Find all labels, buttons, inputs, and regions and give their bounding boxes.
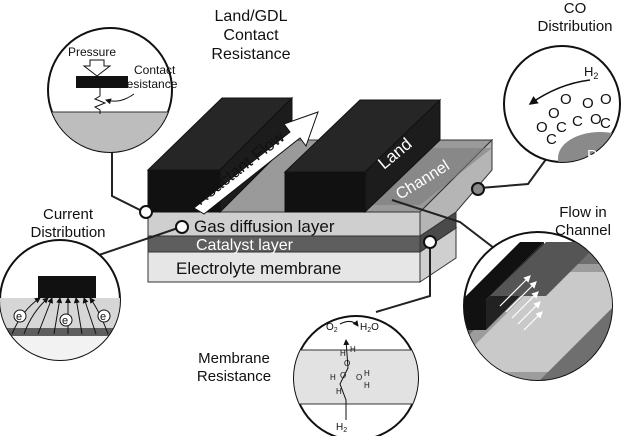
electron-3: e (100, 311, 106, 323)
flow-label-line2: Channel (555, 221, 611, 239)
inset-membrane-resistance: O2 H2O H H O H O O H H H H2 (293, 315, 419, 441)
cluster-h-5: H (364, 381, 370, 390)
membrane-label-line2: Resistance (196, 367, 272, 385)
marker-co (471, 182, 485, 196)
marker-land-gdl (139, 205, 153, 219)
contact-label-1: Contact (134, 63, 176, 77)
flow-label-line1: Flow in (559, 204, 607, 221)
contact-land-bar (76, 76, 128, 88)
membrane-resistance-label: Membrane Resistance (182, 350, 286, 385)
membrane-label-line1: Membrane (198, 350, 270, 367)
pt-label: Pt (587, 147, 602, 164)
reactant-flow-arrow (193, 111, 319, 215)
catalyst-label: Catalyst layer (196, 237, 294, 254)
inset-flow-channel (463, 231, 613, 381)
c-3: C (600, 115, 611, 132)
o2-label: O2 (326, 322, 338, 334)
connector-land-gdl (111, 148, 145, 213)
c-1: C (556, 119, 567, 136)
land-gdl-label-line2: Contact (223, 26, 279, 44)
h2-label: H2 (584, 64, 598, 81)
flow-in-channel-label: Flow in Channel (538, 204, 628, 239)
connector-current (95, 227, 179, 257)
o-4: O (548, 105, 560, 122)
land-gdl-contact-resistance-label: Land/GDL Contact Resistance (192, 8, 310, 65)
co-distribution-label: CO Distribution (520, 0, 630, 35)
cluster-h-2: H (350, 345, 356, 354)
current-label-line1: Current (42, 206, 94, 223)
connector-membrane (375, 244, 431, 313)
current-label-line2: Distribution (30, 223, 106, 241)
o-6: O (536, 119, 548, 136)
membrane-arrow-o2 (339, 320, 359, 327)
c-4: C (546, 131, 557, 148)
inset-current-distribution: e e e (0, 239, 121, 361)
contact-resistor (93, 88, 107, 114)
current-land-block (38, 276, 96, 298)
o-1: O (560, 91, 572, 108)
cell-stack: Reactant Flow Land Channel Gas diffusion… (146, 96, 494, 283)
land-block-2-side (364, 98, 441, 214)
h2o-label: H2O (360, 322, 379, 334)
inset-co-distribution: Pt H2 O O O O O O C C C C (503, 45, 621, 164)
gdl-label: Gas diffusion layer (194, 217, 335, 236)
membrane-label: Electrolyte membrane (176, 259, 341, 278)
cluster-o-3: O (356, 373, 362, 382)
contact-label-2: Resistance (118, 77, 178, 91)
cluster-o-1: O (344, 359, 350, 368)
electron-1: e (16, 311, 22, 323)
land-block-2-front (284, 171, 366, 213)
co-label-line2: Distribution (537, 17, 613, 35)
marker-membrane (423, 235, 437, 249)
electron-2: e (62, 315, 68, 327)
land-gdl-label-line1: Land/GDL (214, 8, 288, 25)
co-label-line1: CO (563, 0, 587, 17)
co-molecules: O O O O O O C C C C (536, 91, 612, 148)
h2-bottom-label: H2 (336, 422, 347, 434)
pressure-arrow (82, 59, 112, 77)
cluster-h-3: H (330, 373, 336, 382)
cluster-h-4: H (364, 369, 370, 378)
h2-arrow (528, 79, 591, 105)
o-2: O (582, 95, 594, 112)
cluster-o-2: O (340, 371, 346, 380)
o-3: O (600, 91, 612, 108)
proton-path (339, 339, 350, 420)
o-5: O (590, 111, 602, 128)
inset-contact-resistance: Pressure Contact Resistance (47, 27, 178, 153)
land-gdl-label-line3: Resistance (211, 45, 291, 63)
contact-arrow (105, 93, 135, 105)
current-distribution-label: Current Distribution (18, 206, 118, 241)
c-2: C (572, 113, 583, 130)
marker-current (175, 220, 189, 234)
pressure-label: Pressure (68, 45, 116, 59)
proton-water-cluster: H H O H O O H H H (330, 345, 370, 396)
cluster-h-1: H (340, 349, 346, 358)
electron-markers: e e e (13, 309, 111, 327)
cluster-h-6: H (336, 387, 342, 396)
